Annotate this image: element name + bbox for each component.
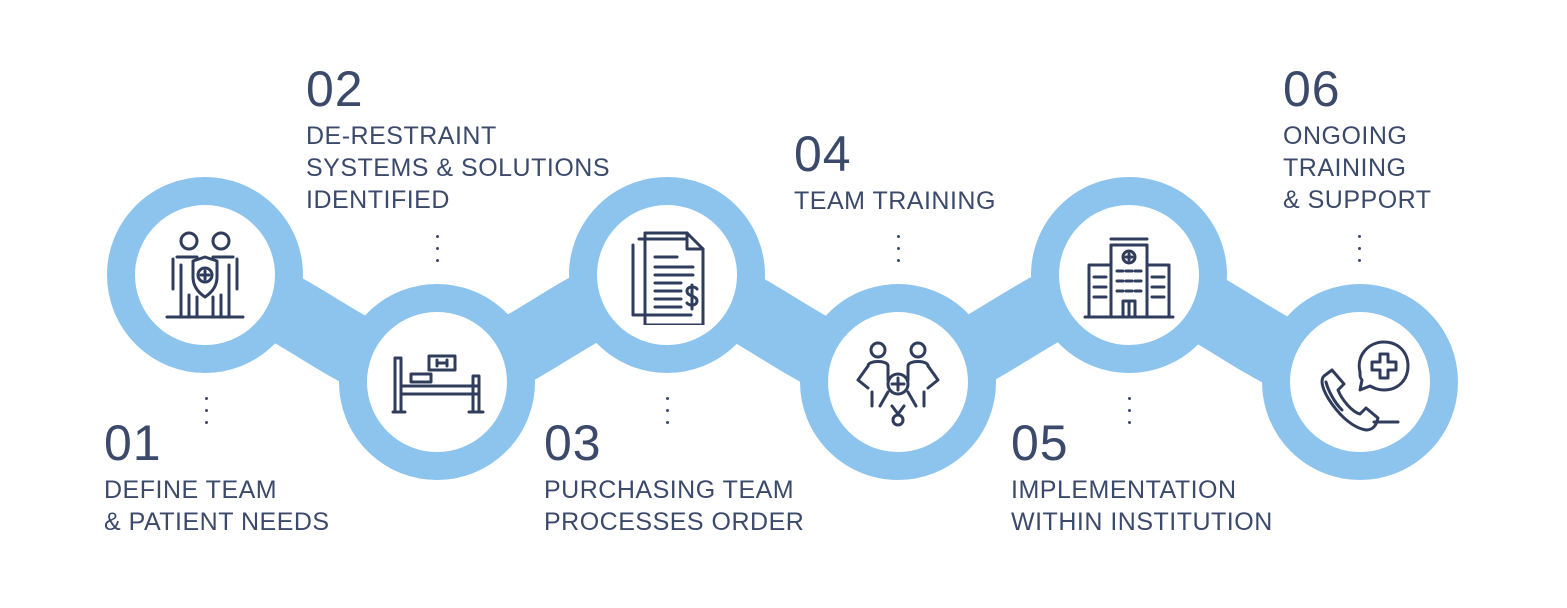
step-02-leader-dots	[436, 235, 440, 271]
step-02-text: 02 DE-RESTRAINT SYSTEMS & SOLUTIONS IDEN…	[306, 64, 610, 216]
step-04-number: 04	[794, 126, 852, 182]
step-04-circle	[800, 284, 996, 480]
step-03-label: PURCHASING TEAM PROCESSES ORDER	[544, 474, 804, 538]
step-04-leader-dots	[897, 235, 901, 271]
step-02-number: 02	[306, 61, 364, 117]
step-01-label-line: DEFINE TEAM	[104, 476, 278, 504]
step-03-label-line: PROCESSES ORDER	[544, 508, 805, 536]
step-06-number: 06	[1283, 61, 1341, 117]
step-05-label-line: IMPLEMENTATION	[1011, 476, 1237, 504]
step-03-leader-dots	[666, 397, 670, 433]
step-01-text: 01 DEFINE TEAM & PATIENT NEEDS	[104, 418, 330, 538]
step-06-label: ONGOING TRAINING & SUPPORT	[1283, 120, 1432, 216]
step-05-text: 05 IMPLEMENTATION WITHIN INSTITUTION	[1011, 418, 1273, 538]
step-02-label-line: IDENTIFIED	[306, 186, 450, 214]
step-03-text: 03 PURCHASING TEAM PROCESSES ORDER	[544, 418, 804, 538]
hospital-building-icon	[1083, 237, 1175, 319]
step-04-text: 04 TEAM TRAINING	[794, 129, 996, 217]
step-03-number: 03	[544, 415, 602, 471]
invoice-document-icon	[631, 231, 705, 325]
step-02-circle	[339, 284, 535, 480]
step-06-label-line: & SUPPORT	[1283, 186, 1432, 214]
step-05-circle	[1031, 177, 1227, 373]
step-06-leader-dots	[1358, 235, 1362, 271]
team-collaboration-icon	[856, 341, 940, 427]
step-06-circle	[1262, 284, 1458, 480]
phone-support-icon	[1320, 340, 1410, 432]
step-02-label-line: DE-RESTRAINT	[306, 122, 497, 150]
step-06-label-line: ONGOING	[1283, 122, 1408, 150]
medical-team-shield-icon	[165, 231, 245, 319]
step-05-leader-dots	[1128, 397, 1132, 433]
step-06-text: 06 ONGOING TRAINING & SUPPORT	[1283, 64, 1432, 216]
step-01-number: 01	[104, 415, 162, 471]
step-04-label: TEAM TRAINING	[794, 185, 996, 217]
step-04-label-line: TEAM TRAINING	[794, 187, 996, 215]
step-01-leader-dots	[205, 397, 209, 433]
step-05-label-line: WITHIN INSTITUTION	[1011, 508, 1273, 536]
step-01-label: DEFINE TEAM & PATIENT NEEDS	[104, 474, 330, 538]
step-02-label-line: SYSTEMS & SOLUTIONS	[306, 154, 611, 182]
hospital-bed-icon	[391, 354, 485, 414]
step-03-label-line: PURCHASING TEAM	[544, 476, 795, 504]
step-05-number: 05	[1011, 415, 1069, 471]
step-06-label-line: TRAINING	[1283, 154, 1407, 182]
step-01-circle	[107, 177, 303, 373]
step-01-label-line: & PATIENT NEEDS	[104, 508, 330, 536]
step-05-label: IMPLEMENTATION WITHIN INSTITUTION	[1011, 474, 1273, 538]
step-02-label: DE-RESTRAINT SYSTEMS & SOLUTIONS IDENTIF…	[306, 120, 610, 216]
